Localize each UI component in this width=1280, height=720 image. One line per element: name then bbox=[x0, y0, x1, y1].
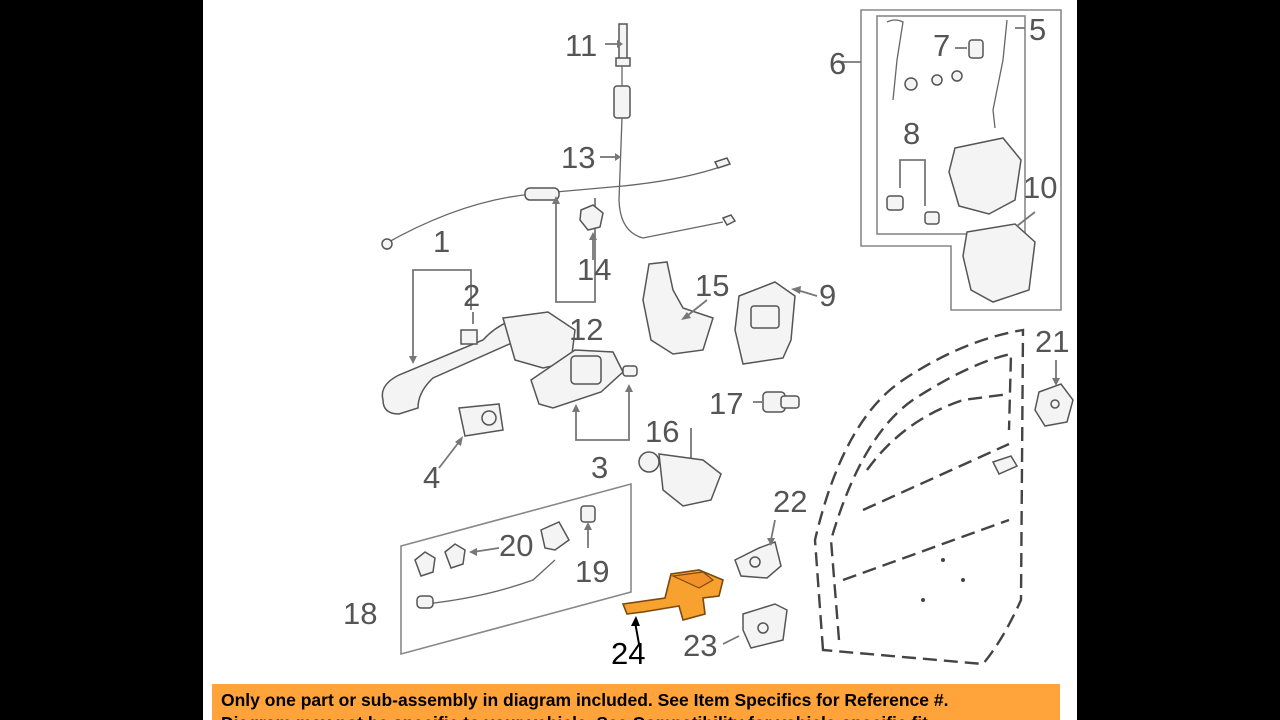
part-15-bracket bbox=[642, 261, 714, 355]
callout-9: 9 bbox=[819, 278, 836, 313]
callout-12: 12 bbox=[569, 312, 603, 347]
part-13-rod bbox=[600, 66, 737, 239]
callout-6: 6 bbox=[829, 46, 846, 81]
callout-7: 7 bbox=[933, 28, 950, 63]
callout-24: 24 bbox=[611, 636, 645, 671]
callout-14: 14 bbox=[577, 252, 611, 287]
callout-5: 5 bbox=[1029, 12, 1046, 47]
callout-8: 8 bbox=[903, 116, 920, 151]
callout-11: 11 bbox=[565, 28, 597, 63]
part-12-cable bbox=[381, 157, 732, 303]
part-22-upper-hinge bbox=[734, 519, 782, 579]
callout-17: 17 bbox=[709, 386, 743, 421]
notice-banner: Only one part or sub-assembly in diagram… bbox=[212, 684, 1060, 720]
part-9-latch bbox=[734, 281, 818, 365]
part-3-inner-handle bbox=[530, 349, 638, 441]
callout-2: 2 bbox=[463, 278, 480, 313]
door-shell bbox=[813, 328, 1025, 666]
callout-18: 18 bbox=[343, 596, 377, 631]
callout-labels: 11 13 1 2 14 12 15 9 4 3 16 17 20 19 18 … bbox=[343, 12, 1069, 671]
parts-diagram: 11 13 1 2 14 12 15 9 4 3 16 17 20 19 18 … bbox=[343, 9, 1074, 671]
part-23-lower-hinge bbox=[722, 603, 788, 649]
callout-3: 3 bbox=[591, 450, 608, 485]
part-16-rod bbox=[638, 428, 722, 507]
notice-line-2: Diagram may not be specific to your vehi… bbox=[221, 712, 1060, 720]
callout-15: 15 bbox=[695, 268, 729, 303]
diagram-sheet: 11 13 1 2 14 12 15 9 4 3 16 17 20 19 18 … bbox=[203, 0, 1077, 720]
callout-10: 10 bbox=[1023, 170, 1057, 205]
part-14-clip bbox=[579, 204, 604, 260]
callout-4: 4 bbox=[423, 460, 440, 495]
callout-20: 20 bbox=[499, 528, 533, 563]
callout-19: 19 bbox=[575, 554, 609, 589]
callout-22: 22 bbox=[773, 484, 807, 519]
part-19-screw bbox=[580, 505, 596, 548]
callout-13: 13 bbox=[561, 140, 595, 175]
part-17-grommet bbox=[753, 391, 800, 413]
notice-line-1: Only one part or sub-assembly in diagram… bbox=[221, 690, 949, 710]
callout-1: 1 bbox=[433, 224, 450, 259]
part-4-cover bbox=[438, 403, 504, 469]
callout-23: 23 bbox=[683, 628, 717, 663]
callout-16: 16 bbox=[645, 414, 679, 449]
part-21-striker bbox=[1034, 360, 1074, 427]
part-18-cable-set bbox=[400, 482, 632, 656]
part-1-outer-handle bbox=[381, 269, 576, 415]
part-6-lock-assembly bbox=[837, 9, 1062, 311]
part-11-bolt bbox=[605, 23, 631, 67]
part-24-door-check bbox=[621, 569, 724, 645]
callout-21: 21 bbox=[1035, 324, 1069, 359]
